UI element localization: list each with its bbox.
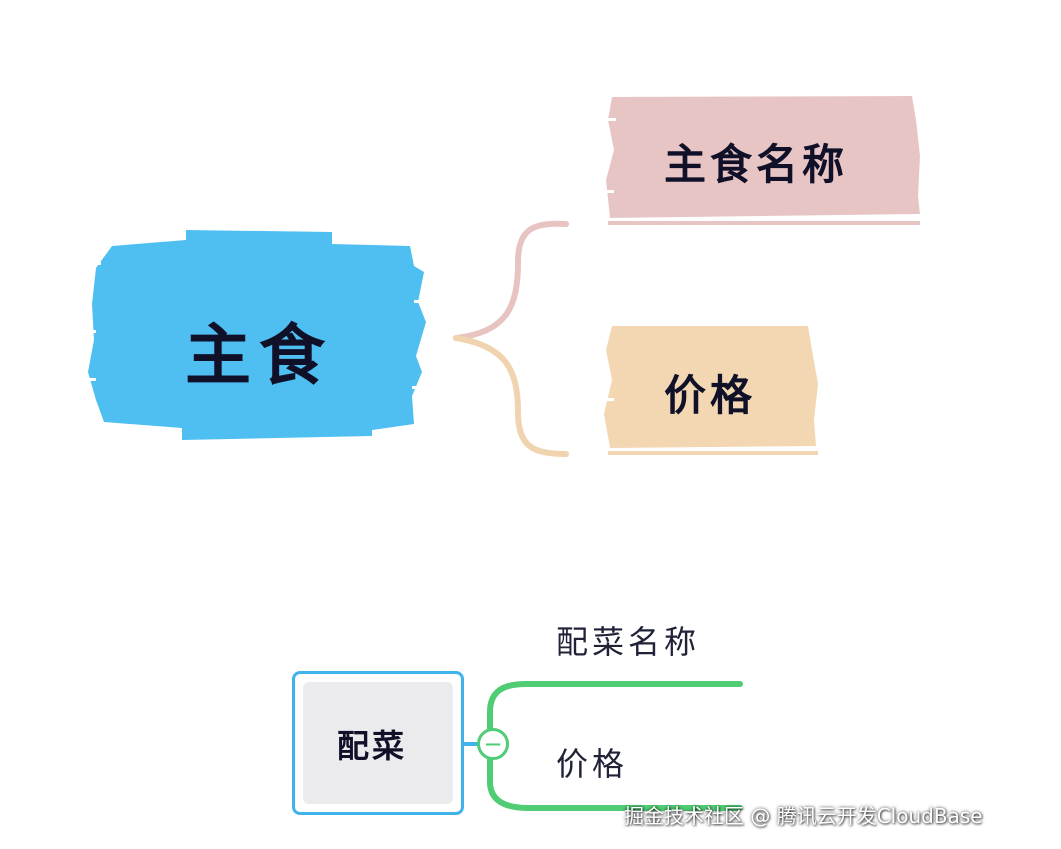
brace-connector-bottom: [453, 335, 569, 457]
name-subtopic-shape: [604, 96, 920, 225]
brace-connector-top: [453, 220, 569, 341]
side-topic-box[interactable]: [292, 671, 464, 815]
watermark-text: 掘金技术社区 @ 腾讯云开发CloudBase: [624, 804, 983, 828]
price-subtopic-label: 价格: [664, 371, 757, 420]
side-subtopic-name-label: 配菜名称: [556, 623, 701, 661]
side-branch-bottom: [487, 753, 743, 811]
side-branch-top: [487, 681, 743, 743]
side-topic-fill: [303, 682, 453, 804]
name-subtopic-label: 主食名称: [664, 140, 849, 189]
main-topic-shape: [86, 230, 426, 440]
side-topic-label: 配菜: [337, 727, 408, 765]
minus-icon: —: [485, 734, 501, 753]
side-subtopic-price-label: 价格: [556, 745, 629, 783]
price-subtopic-shape: [604, 326, 818, 455]
collapse-toggle-button[interactable]: —: [477, 728, 509, 760]
main-topic-label: 主食: [185, 317, 333, 394]
